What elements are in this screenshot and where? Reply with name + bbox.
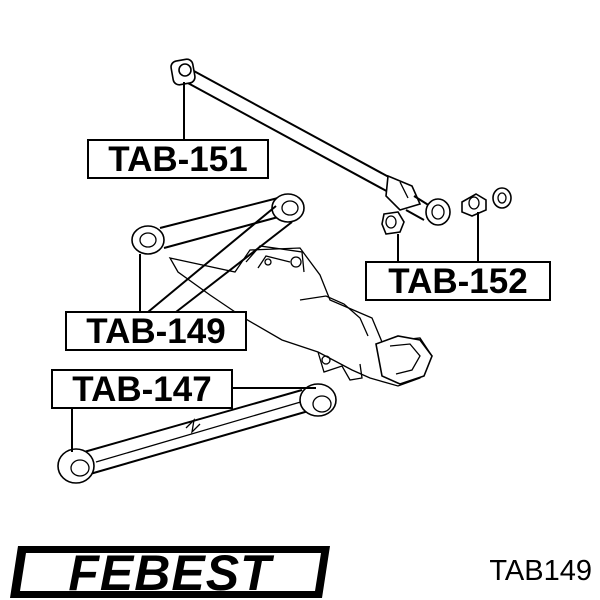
leader-lines — [71, 82, 479, 452]
part-code: TAB149 — [489, 555, 592, 587]
svg-text:TAB-151: TAB-151 — [108, 140, 247, 179]
svg-text:TAB-149: TAB-149 — [86, 312, 225, 351]
upper-lateral-rod — [170, 58, 431, 221]
label-tab-151: TAB-151 — [87, 139, 269, 179]
bushing-set — [381, 187, 512, 235]
svg-text:TAB-152: TAB-152 — [388, 262, 527, 301]
svg-text:TAB-147: TAB-147 — [72, 370, 211, 409]
axle-housing — [168, 245, 433, 387]
label-tab-147: TAB-147 — [51, 369, 233, 409]
label-tab-149: TAB-149 — [65, 311, 247, 351]
upper-control-arm — [131, 193, 305, 255]
febest-logo: FEBEST — [10, 545, 330, 600]
label-tab-152: TAB-152 — [365, 261, 551, 301]
lower-control-arm — [57, 383, 337, 484]
svg-text:FEBEST: FEBEST — [68, 545, 275, 600]
